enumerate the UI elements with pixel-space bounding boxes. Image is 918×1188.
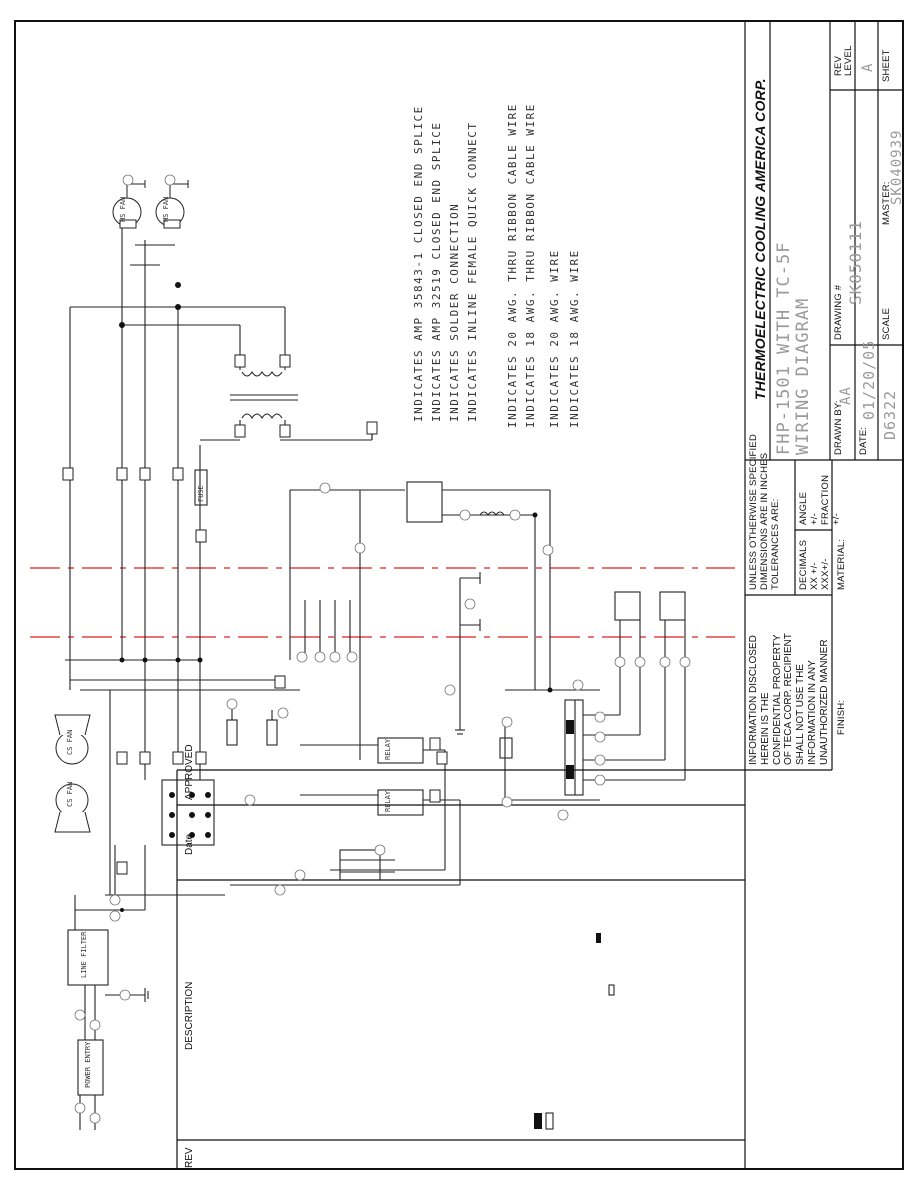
notice-line-7: UNAUTHORIZED MANNER xyxy=(818,639,830,765)
company-name: THERMOELECTRIC COOLING AMERICA CORP. xyxy=(752,78,768,400)
decimals-label: DECIMALS xyxy=(798,539,809,590)
decimals-xx: XX +/- xyxy=(809,562,820,590)
description-column-label: DESCRIPTION xyxy=(184,981,195,1050)
drawing-title-line1: FHP-1501 WITH TC-5F xyxy=(774,241,794,455)
legend-item-3: INDICATES SOLDER CONNECTION xyxy=(448,202,461,422)
date-column-label: Date xyxy=(184,833,195,855)
decimals-xxx: XXX+/- xyxy=(820,558,831,590)
angle-pm: +/- xyxy=(809,513,820,525)
hs-fan-label: HS FAN xyxy=(119,196,127,222)
tolerance-block: UNLESS OTHERWISE SPECIFIED DIMENSIONS AR… xyxy=(748,434,781,590)
hs-fan-label-2: HS FAN xyxy=(162,196,170,222)
legend-item-6: INDICATES 18 AWG. THRU RIBBON CABLE WIRE xyxy=(524,103,537,428)
approved-column-label: APPROVED xyxy=(184,744,195,800)
legend-item-2: INDICATES AMP 32519 CLOSED END SPLICE xyxy=(430,121,443,422)
rev-level-label: REV LEVEL xyxy=(833,45,854,76)
material-label: MATERIAL: xyxy=(836,538,847,590)
drawing-number-value: SK050111 xyxy=(846,219,865,305)
sheet-label: SHEET xyxy=(881,49,892,82)
fraction-label: FRACTION xyxy=(820,474,831,525)
finish-label: FINISH: xyxy=(836,699,847,735)
scale-value: D6322 xyxy=(881,389,899,440)
notice-line-4: OF TECA CORP. RECIPIENT xyxy=(783,633,795,765)
relay-label-1: RELAY xyxy=(384,738,392,760)
notice-line-6: INFORMATION IN ANY xyxy=(806,660,818,765)
drawing-title-line2: WIRING DIAGRAM xyxy=(793,297,813,455)
line-filter-label: LINE FILTER xyxy=(80,931,88,978)
legend-item-7: INDICATES 20 AWG. WIRE xyxy=(548,249,561,428)
rev-level-value: A xyxy=(860,62,876,72)
fraction-pm: +/- xyxy=(831,513,842,525)
date-value: 01/20/05 xyxy=(860,339,878,420)
cs-fan-label-2: CS FAN xyxy=(66,781,74,807)
scale-label: SCALE xyxy=(881,307,892,340)
power-entry-label: POWER ENTRY xyxy=(84,1041,92,1088)
tolerance-unless: UNLESS OTHERWISE SPECIFIED xyxy=(748,434,759,590)
drawn-by-value: AA xyxy=(838,386,854,405)
angle-label: ANGLE xyxy=(798,491,809,525)
notice-line-2: HEREIN IS THE xyxy=(759,692,771,765)
decimals-block: DECIMALS XX +/- XXX+/- xyxy=(798,540,831,590)
relay-label-2: RELAY xyxy=(384,790,392,812)
drawing-number-label: DRAWING # xyxy=(833,284,844,340)
master-value: SK040939 xyxy=(889,129,905,205)
fuse-label: FUSE xyxy=(197,485,205,502)
legend-item-4: INDICATES INLINE FEMALE QUICK CONNECT xyxy=(466,121,479,422)
rev-column-label: REV xyxy=(184,1147,195,1168)
notice-line-3: CONFIDENTIAL PROPERTY xyxy=(771,634,783,765)
notice-line-5: SHALL NOT USE THE xyxy=(795,664,807,765)
notice-line-1: INFORMATION DISCLOSED xyxy=(748,635,759,765)
confidential-notice: INFORMATION DISCLOSED HEREIN IS THE CONF… xyxy=(748,633,831,765)
legend-item-8: INDICATES 18 AWG. WIRE xyxy=(568,249,581,428)
legend-item-5: INDICATES 20 AWG. THRU RIBBON CABLE WIRE xyxy=(506,103,519,428)
legend-item-1: INDICATES AMP 35843-1 CLOSED END SPLICE xyxy=(412,105,425,422)
drawing-sheet xyxy=(14,20,904,1170)
tolerance-heading: TOLERANCES ARE: xyxy=(770,498,781,590)
rev-level-line2: LEVEL xyxy=(843,45,854,76)
tolerance-dims: DIMENSIONS ARE IN INCHES xyxy=(759,452,770,590)
drawn-by-label: DRAWN BY: xyxy=(833,400,844,455)
cs-fan-label: CS FAN xyxy=(66,729,74,755)
date-label: DATE: xyxy=(858,426,869,455)
angle-block: ANGLE +/- FRACTION +/- xyxy=(798,475,842,525)
